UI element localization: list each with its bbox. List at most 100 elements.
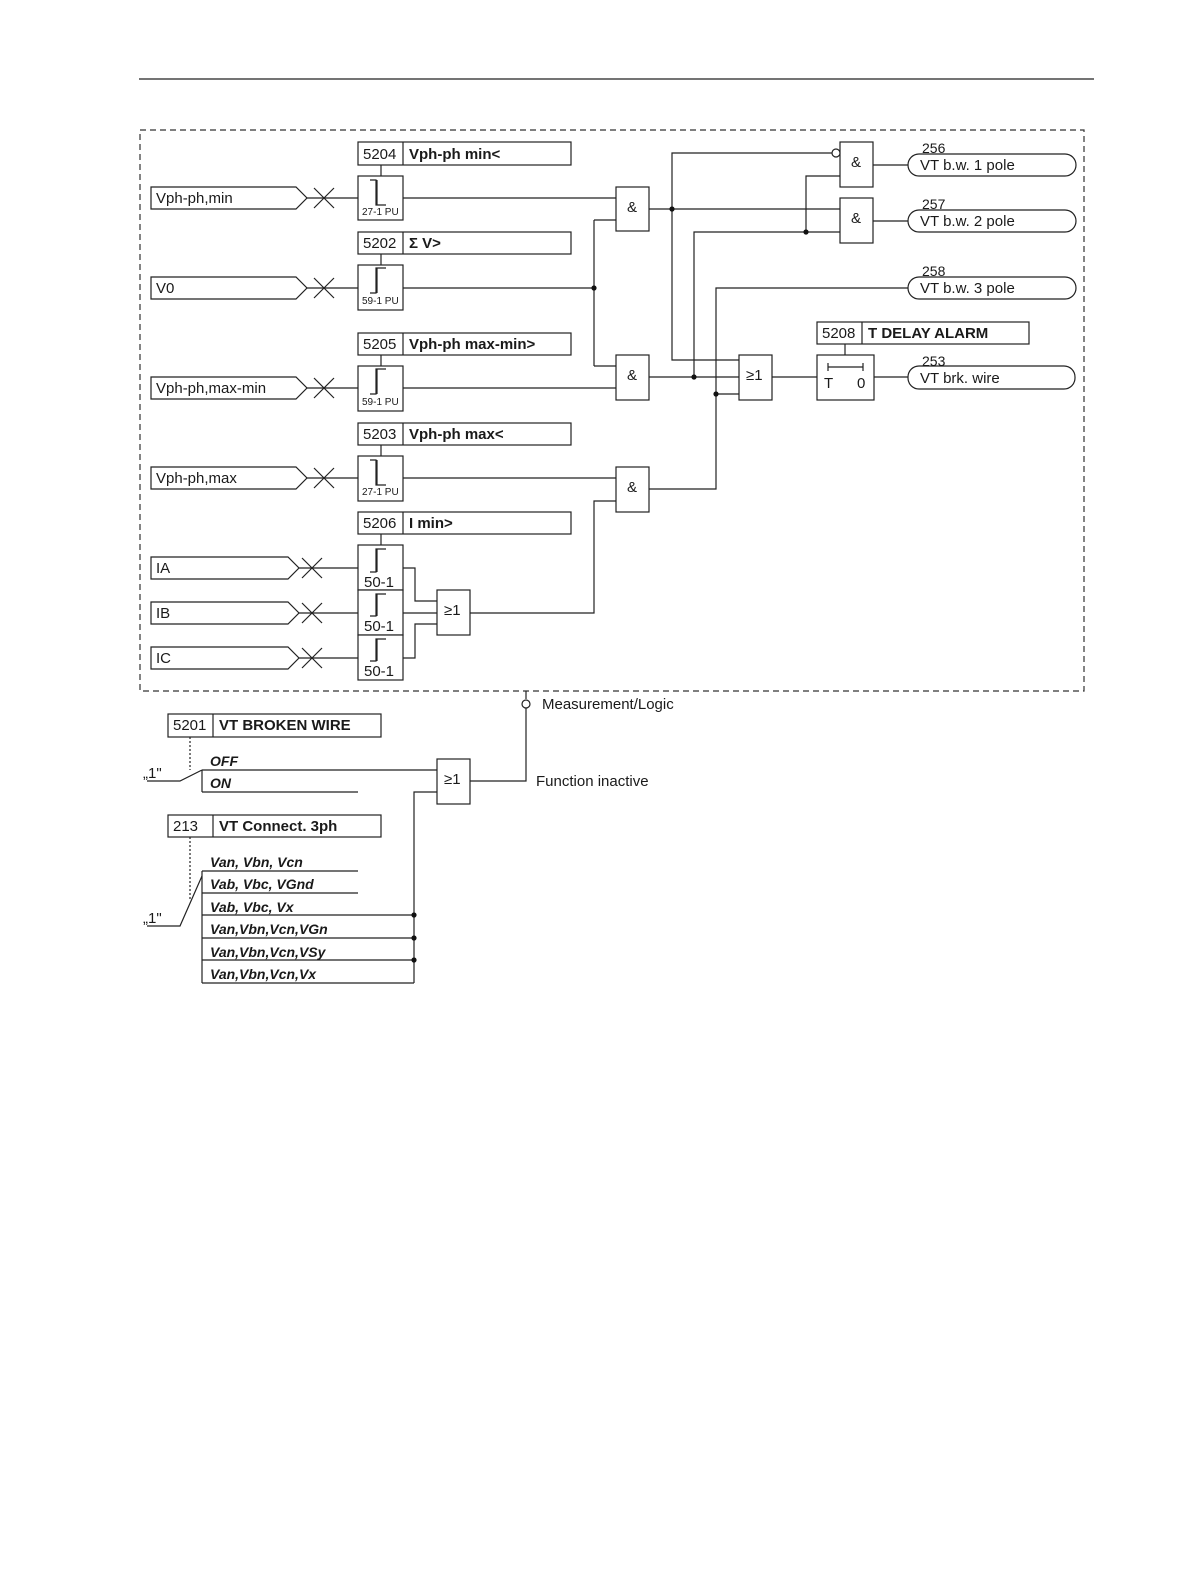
output-label-258: VT b.w. 3 pole	[920, 280, 1015, 297]
param-id-5202: 5202	[363, 235, 396, 252]
overvoltage-symbol	[370, 267, 386, 294]
and-gate-2	[615, 354, 650, 401]
element-label-27-1-pu: 27-1 PU	[362, 207, 399, 218]
vt-option: Vab, Vbc, VGnd	[210, 876, 314, 892]
cross-mark	[301, 557, 323, 579]
element-label-27-1-pu-b: 27-1 PU	[362, 487, 399, 498]
and-gate-2pole	[839, 197, 874, 244]
vt-option: Van,Vbn,Vcn,VSy	[210, 944, 327, 960]
function-inactive-label: Function inactive	[536, 773, 649, 790]
or-gate-inactive	[436, 758, 471, 805]
input-arrow-ib	[150, 601, 300, 625]
output-num-258: 258	[922, 263, 946, 279]
measurement-logic-boundary	[139, 129, 1085, 692]
logic-one-213: „1"	[143, 910, 162, 927]
element-label-50-1-c: 50-1	[364, 663, 394, 680]
and-symbol: &	[851, 210, 861, 227]
option-off: OFF	[210, 753, 238, 769]
output-num-256: 256	[922, 140, 946, 156]
and-gate-1pole	[839, 141, 874, 188]
cross-mark	[313, 467, 335, 489]
and-symbol: &	[627, 479, 637, 496]
option-on: ON	[210, 775, 232, 791]
param-box-5203	[357, 422, 572, 446]
cross-mark	[301, 647, 323, 669]
param-id-5208: 5208	[822, 325, 855, 342]
input-arrow-vphph-min	[150, 186, 308, 210]
element-label-50-1-b: 50-1	[364, 618, 394, 635]
param-id-5206: 5206	[363, 515, 396, 532]
or-symbol: ≥1	[444, 602, 461, 619]
or-gate-currents	[436, 589, 471, 636]
input-arrow-v0	[150, 276, 308, 300]
param-title-5204: Vph-ph min<	[409, 146, 500, 163]
cross-mark	[313, 377, 335, 399]
vt-option: Van,Vbn,Vcn,Vx	[210, 966, 317, 982]
param-box-5208	[816, 321, 1030, 345]
timer-bar	[827, 363, 864, 371]
output-label-253: VT brk. wire	[920, 370, 1000, 387]
param-title-5208: T DELAY ALARM	[868, 325, 988, 342]
element-label-50-1-a: 50-1	[364, 574, 394, 591]
param-id-5201: 5201	[173, 717, 206, 734]
or-symbol: ≥1	[444, 771, 461, 788]
timer-t-label: T	[824, 375, 833, 392]
logic-one-5201: „1"	[143, 765, 162, 782]
param-box-5205	[357, 332, 572, 356]
vt-option: Van,Vbn,Vcn,VGn	[210, 921, 328, 937]
cross-mark	[301, 602, 323, 624]
measurement-logic-open-circle	[521, 699, 531, 709]
overvoltage-symbol	[370, 368, 386, 395]
and-symbol: &	[627, 367, 637, 384]
input-arrow-ic	[150, 646, 300, 670]
param-id-5203: 5203	[363, 426, 396, 443]
param-box-5202	[357, 231, 572, 255]
param-title-213: VT Connect. 3ph	[219, 818, 337, 835]
param-title-5203: Vph-ph max<	[409, 426, 504, 443]
element-50-1-c	[357, 634, 404, 681]
output-label-256: VT b.w. 1 pole	[920, 157, 1015, 174]
and-symbol: &	[851, 154, 861, 171]
param-title-5206: I min>	[409, 515, 453, 532]
input-arrow-vphph-max	[150, 466, 308, 490]
vt-option: Vab, Vbc, Vx	[210, 899, 295, 915]
element-label-59-1-pu-a: 59-1 PU	[362, 296, 399, 307]
element-59-1-pu-a	[357, 264, 404, 311]
or-symbol: ≥1	[746, 367, 763, 384]
cross-mark	[313, 187, 335, 209]
param-box-5206	[357, 511, 572, 535]
input-label-ia: IA	[156, 560, 170, 577]
param-id-5204: 5204	[363, 146, 396, 163]
param-box-213	[167, 814, 382, 838]
element-27-1-pu-b	[357, 455, 404, 502]
and-gate-3	[615, 466, 650, 513]
and-symbol: &	[627, 199, 637, 216]
param-title-5202: Σ V>	[409, 235, 441, 252]
output-num-253: 253	[922, 353, 946, 369]
output-label-257: VT b.w. 2 pole	[920, 213, 1015, 230]
input-label-v0: V0	[156, 280, 174, 297]
overcurrent-symbol	[370, 638, 386, 662]
vt-option: Van, Vbn, Vcn	[210, 854, 303, 870]
cross-mark	[313, 277, 335, 299]
input-arrow-ia	[150, 556, 300, 580]
param-title-5205: Vph-ph max-min>	[409, 336, 536, 353]
param-id-5205: 5205	[363, 336, 396, 353]
input-label-vphph-min: Vph-ph,min	[156, 190, 233, 207]
output-num-257: 257	[922, 196, 946, 212]
param-box-5204	[357, 141, 572, 166]
param-title-5201: VT BROKEN WIRE	[219, 717, 351, 734]
element-50-1-b	[357, 589, 404, 636]
input-label-ic: IC	[156, 650, 171, 667]
measurement-logic-label: Measurement/Logic	[542, 696, 674, 713]
undervoltage-symbol	[370, 459, 386, 486]
param-id-213: 213	[173, 818, 198, 835]
negation-circle	[831, 148, 841, 158]
junction-dots	[411, 206, 809, 963]
timer-0-label: 0	[857, 375, 865, 392]
overcurrent-symbol	[370, 593, 386, 617]
input-arrow-vphph-maxmin	[150, 376, 308, 400]
param-box-5201	[167, 713, 382, 738]
input-label-vphph-maxmin: Vph-ph,max-min	[156, 380, 266, 397]
